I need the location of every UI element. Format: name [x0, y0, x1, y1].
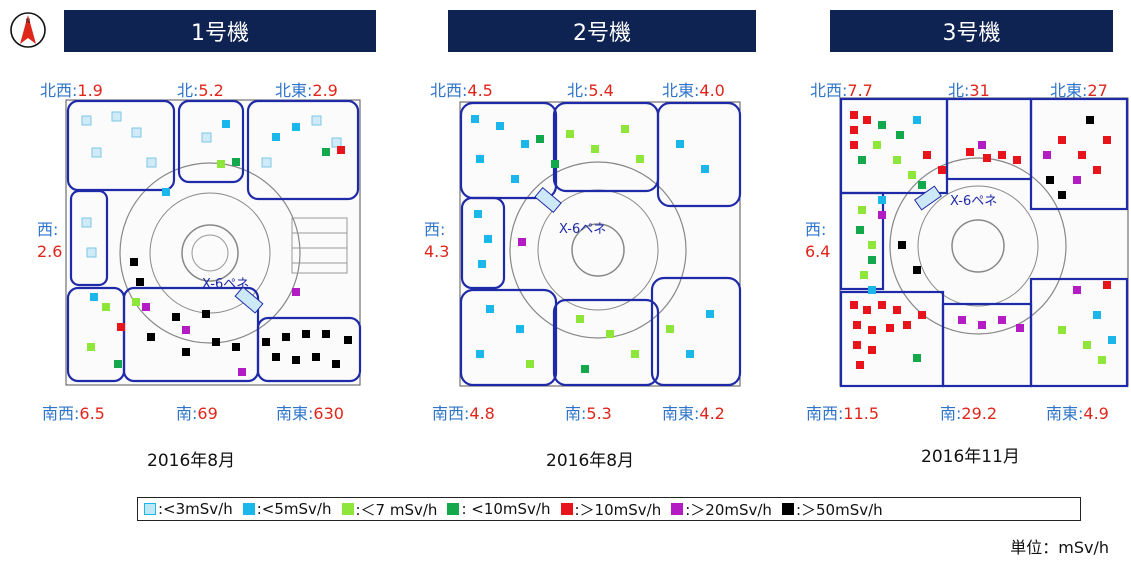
legend-item: :<5mSv/h	[242, 500, 332, 518]
zone-label-ne: 北東:27	[1050, 81, 1108, 100]
zone-label-s: 南:29.2	[940, 404, 998, 423]
north-compass-icon: N	[9, 11, 47, 49]
zone-label-n: 北:5.4	[567, 81, 614, 100]
zone-label-sw: 南西:6.5	[42, 404, 105, 423]
floor-plan-unit-2: X-6ペネ	[456, 100, 744, 388]
legend-swatch	[341, 503, 354, 515]
legend-item: :＞50mSv/h	[781, 499, 883, 520]
zone-label-sw: 南西:11.5	[806, 404, 880, 423]
zone-label-se: 南東:630	[276, 404, 344, 423]
compass-letter: N	[26, 18, 31, 25]
legend-swatch	[144, 503, 156, 515]
unit-label: 単位：mSv/h	[1010, 538, 1109, 557]
zone-label-nw: 北西:4.5	[430, 81, 493, 100]
legend-swatch	[242, 503, 255, 515]
legend-swatch	[781, 503, 794, 515]
zone-label-w: 西:6.4	[805, 220, 831, 261]
survey-date: 2016年8月	[546, 451, 635, 471]
panel-2-title: 2号機	[448, 10, 756, 52]
zone-label-se: 南東:4.9	[1046, 404, 1109, 423]
zone-label-n: 北:5.2	[177, 81, 224, 100]
legend-swatch	[671, 503, 684, 515]
legend-item: :＞20mSv/h	[671, 499, 772, 520]
legend-item: : <10mSv/h	[447, 500, 551, 518]
panel-3-title: 3号機	[830, 10, 1113, 52]
zone-label-sw: 南西:4.8	[432, 404, 495, 423]
zone-label-w: 西:4.3	[424, 220, 450, 261]
zone-label-nw: 北西:7.7	[810, 81, 873, 100]
legend-swatch	[560, 503, 573, 515]
survey-date: 2016年8月	[147, 451, 236, 471]
legend-item: :＞10mSv/h	[560, 499, 661, 520]
penetration-label: X-6ペネ	[202, 277, 250, 292]
zone-label-s: 南:5.3	[565, 404, 612, 423]
penetration-label: X-6ペネ	[950, 194, 998, 209]
penetration-label: X-6ペネ	[559, 222, 607, 237]
legend-swatch	[447, 503, 460, 515]
legend-item: :<3mSv/h	[144, 500, 233, 518]
panel-1-title: 1号機	[64, 10, 376, 52]
zone-label-se: 南東:4.2	[662, 404, 725, 423]
floor-plan-unit-1: X-6ペネ	[62, 98, 364, 388]
floor-plan-unit-3: X-6ペネ	[838, 96, 1130, 389]
zone-label-nw: 北西:1.9	[40, 81, 103, 100]
zone-label-w: 西:2.6	[37, 220, 63, 261]
survey-date: 2016年11月	[921, 447, 1020, 467]
dose-legend: :<3mSv/h :<5mSv/h :＜7 mSv/h : <10mSv/h :…	[137, 497, 1081, 521]
zone-label-n: 北:31	[948, 81, 990, 100]
legend-item: :＜7 mSv/h	[341, 499, 437, 520]
zone-label-s: 南:69	[176, 404, 218, 423]
zone-label-ne: 北東:2.9	[275, 81, 338, 100]
zone-label-ne: 北東:4.0	[662, 81, 725, 100]
